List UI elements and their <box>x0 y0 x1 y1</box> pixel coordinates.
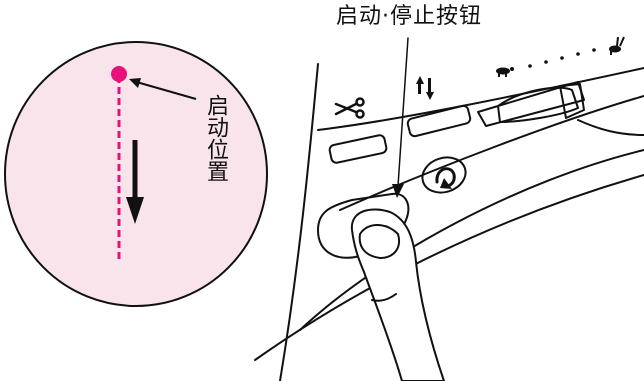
panel-lower-curve <box>339 95 644 211</box>
speed-slider-track <box>477 81 585 127</box>
finger <box>350 208 445 381</box>
start-stop-button-label: 启动·停止按钮 <box>336 4 482 29</box>
start-stop-button <box>317 192 410 259</box>
pointer-arrowhead <box>129 78 141 88</box>
needle-updown-icon <box>416 76 434 100</box>
reverse-button <box>421 156 467 194</box>
start-position-inset <box>4 41 268 307</box>
speed-slider-lever <box>559 83 585 119</box>
panel-right-edge <box>577 119 644 136</box>
panel-bottom-curve-2 <box>254 174 644 361</box>
fingernail <box>358 224 400 259</box>
turtle-icon <box>496 67 514 77</box>
start-stop-leader <box>397 37 409 187</box>
panel-left-edge <box>279 63 319 381</box>
panel-bottom-curve <box>299 149 644 331</box>
thread-cutter-button <box>328 134 388 164</box>
direction-arrow-head <box>126 197 144 224</box>
panel-upper-curve <box>317 67 644 131</box>
finger-crease <box>371 293 397 302</box>
scissors-icon <box>334 97 365 119</box>
needle-updown-button <box>406 104 472 138</box>
start-stop-leader-arrowhead <box>392 184 404 198</box>
speed-dots <box>528 48 596 68</box>
start-position-label: 启动位置 <box>203 94 228 182</box>
rabbit-icon <box>609 36 625 55</box>
pointer-line <box>132 80 197 100</box>
needle-drop-point <box>111 66 127 82</box>
reverse-icon <box>435 167 456 189</box>
speed-slider-knob <box>497 86 579 123</box>
machine-panel <box>254 37 644 381</box>
